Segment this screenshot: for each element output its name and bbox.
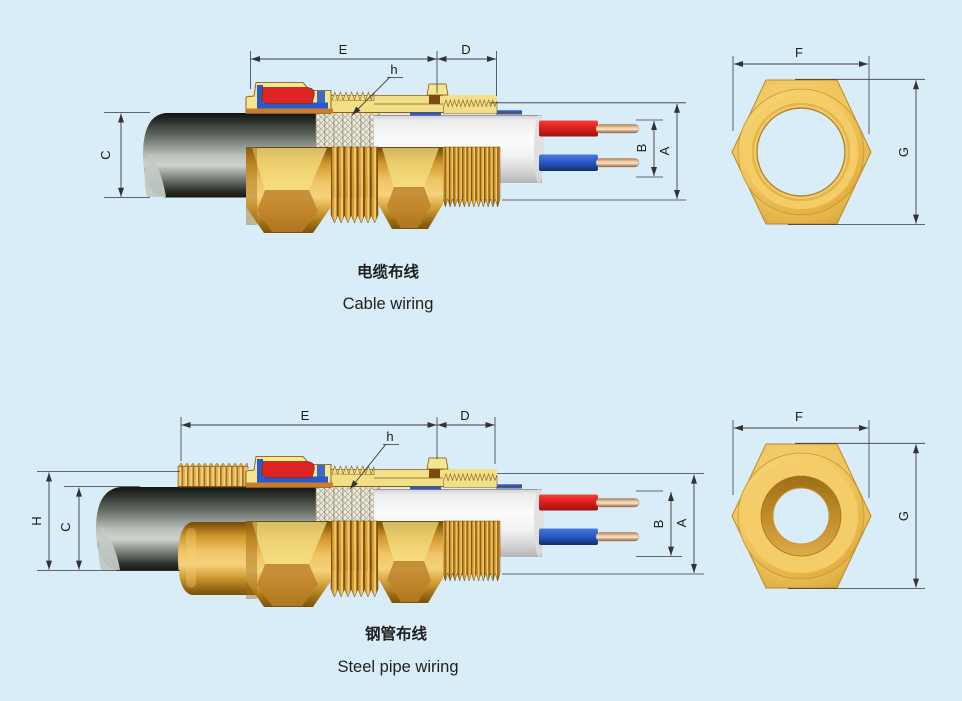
hex-nut-front-view: F G <box>731 409 925 589</box>
pipe-entry-body <box>178 522 262 595</box>
cable-cut-end <box>144 153 166 197</box>
dim-label-a: A <box>657 146 672 155</box>
dim-label-b: B <box>634 144 649 153</box>
dim-label-h-major: H <box>29 516 44 525</box>
dim-D: D <box>437 408 496 464</box>
pipe-entry-thread <box>177 462 249 488</box>
caption-zh: 钢管布线 <box>365 624 428 643</box>
dim-F: F <box>732 45 870 134</box>
cable-wiring-diagram: E D h C B A <box>98 42 925 313</box>
dim-G: G <box>788 78 925 226</box>
dim-label-h: h <box>390 62 397 77</box>
caption-en: Steel pipe wiring <box>337 658 458 676</box>
dim-label-d: D <box>461 42 470 57</box>
dim-A: A <box>497 473 704 575</box>
dim-label-b: B <box>651 520 666 529</box>
hex-nut-front-view: F G <box>731 45 925 226</box>
dim-A: A <box>490 102 686 201</box>
dim-h: h <box>349 429 399 490</box>
dim-C: C <box>58 486 140 570</box>
dim-C: C <box>98 112 150 199</box>
dim-B: B <box>636 490 682 557</box>
dim-label-a: A <box>674 518 689 527</box>
dim-label-e: E <box>339 42 348 57</box>
dim-H: H <box>29 471 180 571</box>
nut-through-hole <box>756 107 846 197</box>
steel-pipe-wiring-diagram: E D h H C B <box>29 408 925 676</box>
dim-label-d: D <box>460 408 469 423</box>
dim-label-g: G <box>896 147 911 157</box>
dim-label-c: C <box>58 522 73 531</box>
dim-B: B <box>634 119 663 178</box>
dim-E: E <box>180 408 438 461</box>
dim-label-c: C <box>98 150 113 159</box>
caption-en: Cable wiring <box>343 295 434 313</box>
dim-h: h <box>351 62 403 116</box>
dim-label-g: G <box>896 511 911 521</box>
dim-F: F <box>732 409 870 498</box>
nut-through-hole <box>772 487 830 545</box>
dim-label-f: F <box>795 409 803 424</box>
nut-bore-chamfer <box>751 102 851 202</box>
dim-label-f: F <box>795 45 803 60</box>
dim-G: G <box>788 442 925 589</box>
pipe-cut-end <box>98 527 120 570</box>
dim-label-e: E <box>301 408 310 423</box>
caption-zh: 电缆布线 <box>357 262 420 281</box>
dim-label-h: h <box>386 429 393 444</box>
dim-E: E <box>250 42 438 93</box>
dim-D: D <box>437 42 497 96</box>
